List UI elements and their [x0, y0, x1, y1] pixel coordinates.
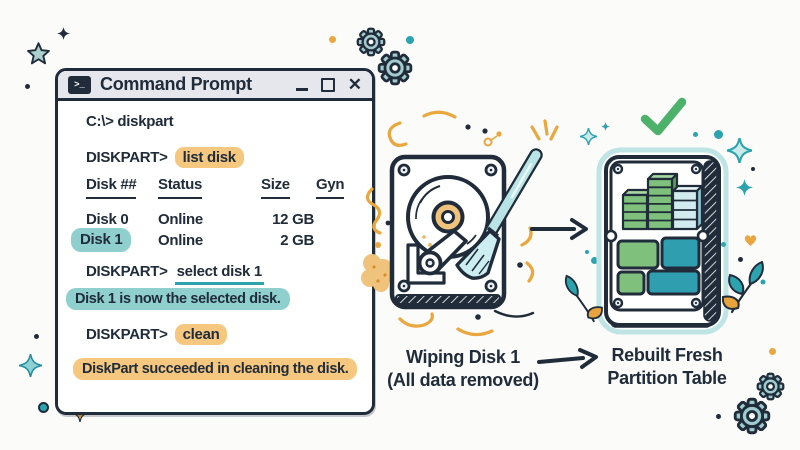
- caption-rebuilt-line1: Rebuilt Fresh: [611, 345, 723, 365]
- partition-green-large: [616, 239, 660, 270]
- partition-teal: [660, 236, 701, 270]
- leaves-decoration: [564, 274, 603, 323]
- caption-rebuilt-line2: Partition Table: [607, 368, 727, 388]
- caption-wiping-line1: Wiping Disk 1: [406, 347, 520, 367]
- gear-icon: [733, 397, 771, 435]
- terminal-line-list-disk: DISKPART> list disk: [86, 147, 244, 169]
- terminal-line-diskpart: C:\> diskpart: [86, 111, 174, 133]
- dot-decoration: [738, 257, 743, 262]
- brush-icon: [455, 148, 543, 280]
- sparkle-icon: [580, 128, 597, 145]
- gear-icon: [356, 27, 386, 57]
- prompt-text: C:\> diskpart: [86, 113, 174, 130]
- stack-teal-right: [671, 184, 704, 231]
- dust-cloud: [361, 254, 399, 292]
- sketch-arc: [493, 309, 535, 318]
- sparkle-icon: [736, 179, 753, 196]
- cell-size: 2 GB: [280, 232, 314, 249]
- cell-status: Online: [158, 232, 203, 249]
- dot-decoration: [714, 130, 723, 139]
- leaves-decoration: [722, 260, 766, 314]
- sparkle-icon: [19, 354, 42, 377]
- screw-icon: [612, 163, 702, 309]
- dot-decoration: [385, 124, 523, 320]
- dot-decoration: [25, 84, 30, 89]
- hdd-platter: [406, 175, 490, 259]
- arrow-right-icon: [530, 218, 588, 240]
- dot-decoration: [751, 167, 755, 171]
- dot-decoration: [585, 250, 589, 254]
- table-header-gyn: Gyn: [316, 177, 345, 199]
- swirl-decoration: [365, 110, 559, 337]
- sparkle-icon: [727, 138, 752, 163]
- close-button[interactable]: ✕: [347, 75, 362, 94]
- caption-wiping-disk: Wiping Disk 1 (All data removed): [373, 346, 553, 392]
- diskpart-prompt: DISKPART>: [86, 149, 168, 166]
- cell-size: 12 GB: [272, 211, 314, 228]
- terminal-line-select-disk: DISKPART> select disk 1: [86, 261, 264, 285]
- partition-green-small: [616, 270, 646, 296]
- hdd-actuator-arm: [406, 229, 468, 285]
- dot-decoration: [38, 402, 49, 413]
- command-clean: clean: [174, 324, 228, 345]
- partition-teal-wide: [646, 269, 701, 296]
- dot-decoration: [329, 36, 336, 43]
- sparkle-icon: [601, 122, 610, 131]
- window-controls: ✕: [295, 75, 362, 94]
- terminal-icon-glyph: >_: [74, 79, 85, 90]
- diskpart-prompt: DISKPART>: [86, 263, 168, 280]
- window-title: Command Prompt: [100, 74, 252, 94]
- message-clean-success: DiskPart succeeded in cleaning the disk.: [73, 358, 358, 380]
- minimize-button[interactable]: [295, 87, 308, 91]
- dot-decoration: [406, 36, 414, 44]
- caption-rebuilt-partition: Rebuilt Fresh Partition Table: [597, 344, 737, 390]
- maximize-button[interactable]: [320, 77, 335, 92]
- command-list-disk: list disk: [174, 147, 244, 168]
- star-icon: [27, 42, 50, 65]
- dot-decoration: [34, 334, 39, 339]
- diskpart-prompt: DISKPART>: [86, 326, 168, 343]
- orange-specks: [375, 131, 502, 248]
- terminal-line-clean: DISKPART> clean: [86, 324, 228, 346]
- table-header-status: Status: [158, 177, 202, 199]
- heart-icon: [744, 235, 757, 246]
- window-titlebar[interactable]: >_ Command Prompt ✕: [58, 71, 372, 101]
- dot-decoration: [721, 242, 726, 247]
- dot-decoration: [693, 132, 698, 137]
- terminal-icon: >_: [68, 75, 91, 94]
- checkmark-icon: [640, 97, 687, 136]
- partition-blocks: [616, 236, 701, 296]
- command-prompt-window: >_ Command Prompt ✕ C:\> diskpart DISKPA…: [55, 68, 375, 415]
- hdd-wipe-illustration: [361, 110, 559, 337]
- message-disk-selected: Disk 1 is now the selected disk.: [66, 288, 290, 310]
- arrow-right-icon: [537, 348, 598, 369]
- data-block-stacks: [621, 172, 704, 231]
- dot-decoration: [716, 414, 721, 419]
- gear-icon: [756, 372, 785, 401]
- table-header-disk: Disk ##: [86, 177, 137, 199]
- table-header-size: Size: [261, 177, 290, 199]
- gear-icon: [377, 50, 413, 86]
- caption-wiping-line2: (All data removed): [387, 370, 539, 390]
- cell-status: Online: [158, 211, 203, 228]
- cell-disk: Disk 0: [86, 211, 129, 228]
- partition-table-illustration: [596, 97, 729, 335]
- dot-decoration: [591, 257, 598, 264]
- command-select-disk: select disk 1: [174, 263, 264, 285]
- cell-disk-selected: Disk 1: [71, 228, 132, 252]
- dot-decoration: [769, 348, 776, 355]
- sparkle-icon: [57, 27, 70, 40]
